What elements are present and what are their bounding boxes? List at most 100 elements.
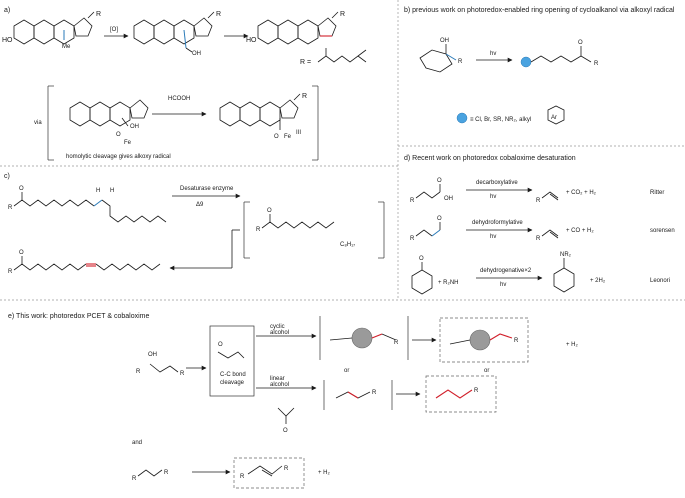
h2-label-top: + H₂ [566,342,579,348]
homolytic-caption: homolytic cleavage gives alkoxy radical [66,154,171,160]
alcohol-substrate: OH R R [136,352,185,377]
svg-text:R: R [302,93,307,100]
panel-a-label: a) [4,7,10,14]
alkene-product-box: R R [233,457,305,489]
svg-text:O: O [19,250,24,256]
and-label: and [132,440,142,446]
svg-text:OH: OH [440,38,449,44]
svg-text:R: R [136,369,141,375]
svg-text:NR₂: NR₂ [560,252,572,258]
svg-text:O: O [218,342,223,348]
svg-text:C₈H₁₇: C₈H₁₇ [340,242,355,248]
panel-c-label: c) [4,173,10,180]
svg-text:Ritter: Ritter [650,190,664,196]
svg-text:decarboxylative: decarboxylative [476,180,518,186]
panel-c: c) R O H H Desaturase enzyme Δ9 R O C₈H₁… [4,173,385,275]
enzyme-intermediate: R O C₈H₁₇ [243,201,385,259]
panel-e-header: e) This work: photoredox PCET & cobaloxi… [8,313,149,320]
svg-text:Fe: Fe [124,140,132,146]
svg-text:III: III [296,130,301,136]
via-mechanism-box: via OH O Fe homolytic cleavage gives alk… [34,85,319,161]
svg-text:Δ9: Δ9 [196,202,204,208]
svg-text:dehydroformylative: dehydroformylative [472,220,523,226]
cyclic-product-box: R [439,317,529,363]
svg-text:OH: OH [192,51,201,57]
svg-text:Me: Me [62,44,71,50]
svg-text:R: R [284,466,289,472]
svg-text:OH: OH [444,196,453,202]
ring-opened-ketone: O R [520,40,599,68]
svg-text:dehydrogenative×2: dehydrogenative×2 [480,268,532,274]
svg-text:cyclic: cyclic [270,324,285,330]
svg-text:+ 2H₂: + 2H₂ [590,278,606,284]
alkoxy-radical-molecule: O Fe III R [219,93,307,140]
svg-text:R: R [514,338,519,344]
svg-text:H: H [96,188,100,194]
svg-text:hv: hv [490,194,496,200]
lanosterol-molecule: R HO Me [2,11,101,50]
iron-alkoxide-molecule: OH O Fe [69,99,149,146]
svg-text:R: R [536,198,541,204]
svg-text:O: O [419,256,424,262]
side-chain-definition: R = [300,48,367,66]
linear-radical-intermediate: R [323,380,393,410]
linear-product-box: R [425,375,497,413]
cycloalkanol-molecule: OH R [419,38,463,73]
legend-line: ≡ Cl, Br, SR, NR₂, alkyl Ar [456,105,565,125]
panel-d: d) Recent work on photoredox cobaloxime … [404,155,675,295]
svg-text:HCOOH: HCOOH [168,96,190,102]
svg-text:HO: HO [246,37,257,44]
row-dehydroformylative: R O dehydroformylative hv R + CO + H₂ so… [410,216,675,242]
svg-text:Fe: Fe [284,134,292,140]
svg-text:+ CO + H₂: + CO + H₂ [566,228,594,234]
panel-b: b) previous work on photoredox-enabled r… [404,7,675,125]
svg-text:R: R [180,371,185,377]
svg-text:O: O [437,178,442,184]
svg-text:O: O [437,216,442,222]
cyclic-radical-intermediate: R [319,316,409,360]
svg-text:R: R [8,205,13,211]
svg-text:or: or [344,368,349,374]
alkane-substrate: R R [132,469,169,482]
svg-text:linear: linear [270,376,285,382]
svg-text:O: O [19,186,24,192]
svg-text:+ R₂NH: + R₂NH [438,280,459,286]
svg-text:≡ Cl, Br, SR, NR₂, alkyl: ≡ Cl, Br, SR, NR₂, alkyl [470,117,531,123]
fatty-acid-substrate: R O H H [8,186,167,223]
svg-text:R: R [164,470,169,476]
svg-text:O: O [267,208,272,214]
svg-text:hv: hv [490,234,496,240]
svg-text:O: O [578,40,583,46]
oxidant-label: [O] [110,27,118,33]
svg-text:cleavage: cleavage [220,380,245,386]
panel-a: a) R HO Me [O] OH R R HO [2,7,367,161]
panel-b-header: b) previous work on photoredox-enabled r… [404,7,675,14]
hydroxymethyl-molecule: OH R [133,11,221,57]
svg-text:R: R [8,269,13,275]
svg-text:R: R [132,476,137,482]
svg-text:hv: hv [500,282,506,288]
product-diene-molecule: R HO [246,11,345,45]
panel-d-header: d) Recent work on photoredox cobaloxime … [404,155,576,162]
panel-e: e) This work: photoredox PCET & cobaloxi… [8,313,579,489]
svg-text:alcohol: alcohol [270,382,289,388]
svg-text:R: R [216,11,221,18]
svg-text:R: R [410,236,415,242]
svg-text:C-C bond: C-C bond [220,372,246,378]
svg-text:R: R [394,340,399,346]
svg-text:R: R [372,390,377,396]
svg-text:R: R [256,227,261,233]
svg-text:R: R [458,59,463,65]
svg-text:R: R [594,61,599,67]
svg-text:O: O [274,134,279,140]
svg-text:HO: HO [2,37,13,44]
row-dehydrogenative: O + R₂NH dehydrogenative×2 hv NR₂ + 2H₂ … [411,252,670,295]
via-label: via [34,120,42,126]
h2-label-bottom: + H₂ [318,470,331,476]
svg-text:hv: hv [490,51,496,57]
cleavage-box: O C-C bond cleavage [209,325,255,397]
svg-text:H: H [110,188,114,194]
panel-dividers [0,0,685,301]
svg-text:+ CO₂ + H₂: + CO₂ + H₂ [566,190,597,196]
